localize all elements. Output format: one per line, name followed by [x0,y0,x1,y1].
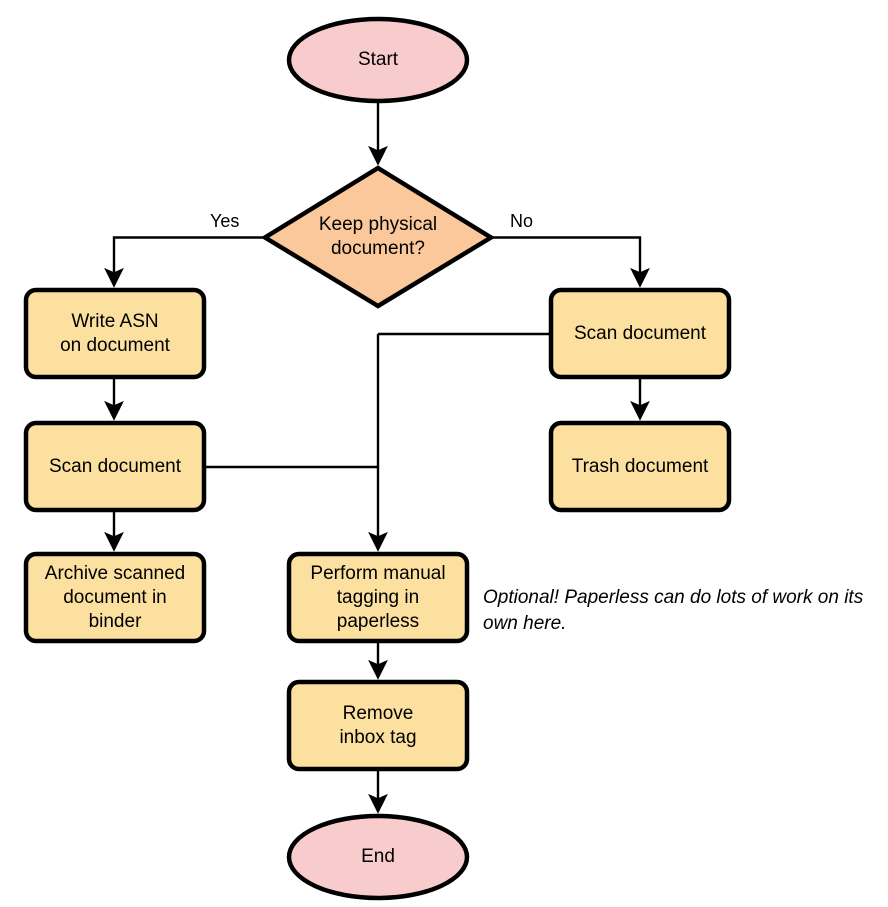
node-trash-document[interactable] [548,420,732,513]
node-end[interactable] [286,813,470,901]
node-perform-manual-tagging-in-paperless[interactable] [286,551,470,644]
node-write-asn-on-document[interactable] [23,287,207,380]
node-start[interactable] [286,16,470,104]
edge-label-yes: Yes [210,211,240,231]
edge-decision-scan-right [491,236,650,288]
node-scan-document-left[interactable] [23,420,207,513]
node-scan-document-right[interactable] [548,287,732,380]
node-archive-scanned-document-in-binder[interactable] [23,551,207,644]
node-decision-keep-physical-document[interactable] [260,165,496,309]
optional-note: Optional! Paperless can do lots of work … [483,587,864,634]
edge-decision-write-asn [104,236,265,288]
edge-label-no: No [510,211,534,231]
node-remove-inbox-tag[interactable] [286,679,470,772]
